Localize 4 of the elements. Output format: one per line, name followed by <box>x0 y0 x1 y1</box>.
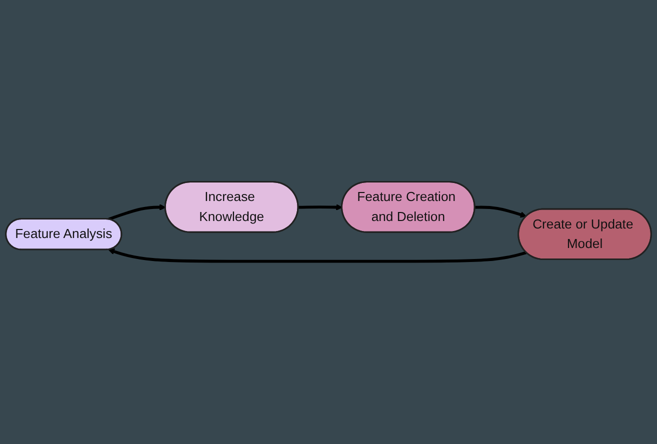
arrow <box>298 204 342 211</box>
arrow <box>474 206 527 218</box>
arrow <box>108 248 527 264</box>
arrow <box>108 204 166 222</box>
